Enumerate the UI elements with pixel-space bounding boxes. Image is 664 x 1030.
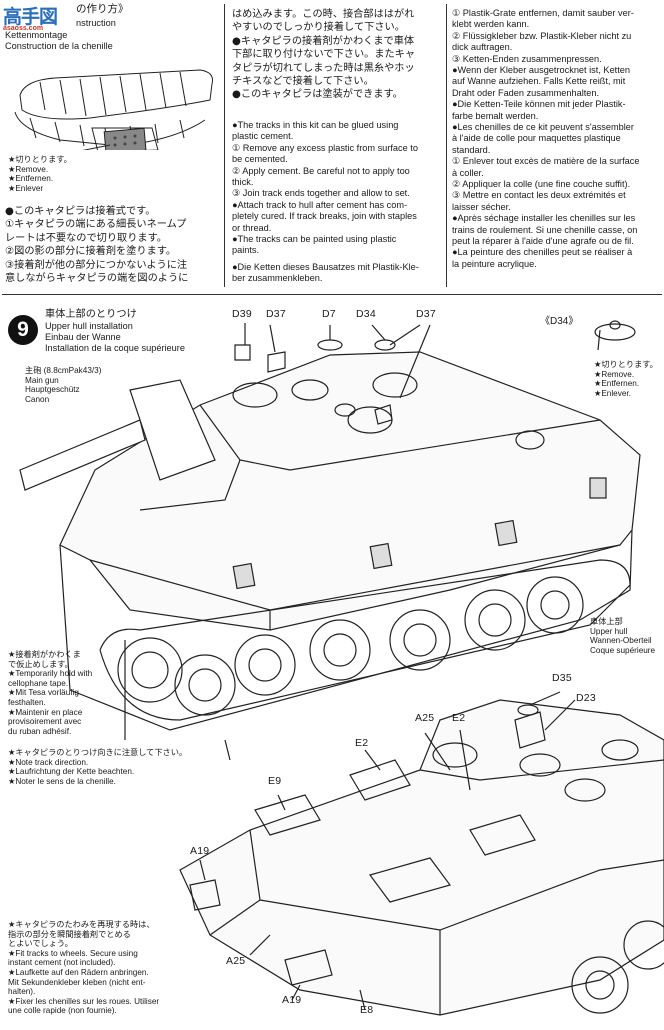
cut-note: ★切りとります。 ★Remove. ★Entfernen. ★Enlever xyxy=(8,155,72,193)
step-title-de: Einbau der Wanne xyxy=(45,332,121,342)
upper-hull-label: 車体上部 Upper hull Wannen-Oberteil Coque su… xyxy=(590,617,656,655)
part-label-d37: D37 xyxy=(266,308,286,320)
track-col2-en: ●The tracks in this kit can be glued usi… xyxy=(232,120,418,256)
track-col1-jp: ●このキャタピラは接着式です。 ①キャタピラの端にある細長いネームプ レートは不… xyxy=(5,206,189,285)
track-title-fr: Construction de la chenille xyxy=(5,41,113,51)
step-title-en: Upper hull installation xyxy=(45,321,133,331)
part-label-a19: A19 xyxy=(190,845,210,857)
track-col2-de: ●Die Ketten dieses Bausatzes mit Plastik… xyxy=(232,262,419,284)
part-label-d34: D34 xyxy=(356,308,376,320)
d34-cut-note: ★切りとります。 ★Remove. ★Entfernen. ★Enlever. xyxy=(594,360,658,398)
track-col2-jp: はめ込みます。この時、接合部ははがれ やすいのでしっかり接着して下さい。 ●キャ… xyxy=(232,9,416,101)
part-label-a25-b: A25 xyxy=(226,955,246,967)
part-label-e2: E2 xyxy=(452,712,466,724)
divider-v2 xyxy=(446,4,447,287)
track-title-en: nstruction xyxy=(76,18,116,28)
watermark-sub: asaoss.com xyxy=(3,25,44,32)
part-label-d39: D39 xyxy=(232,308,252,320)
part-label-d37-b: D37 xyxy=(416,308,436,320)
track-title-jp: の作り方》 xyxy=(76,3,129,15)
part-label-e8: E8 xyxy=(360,1004,374,1016)
part-label-e9: E9 xyxy=(268,775,282,787)
direction-note: ★キャタピラのとりつけ向きに注意して下さい。 ★Note track direc… xyxy=(8,748,188,786)
part-label-d23: D23 xyxy=(576,692,596,704)
track-col3-de: ① Plastik-Grate entfernen, damit sauber … xyxy=(452,8,634,121)
watermark-logo: 高手図 asaoss.com xyxy=(3,2,77,32)
section-divider xyxy=(2,294,662,295)
step-title-fr: Installation de la coque supérieure xyxy=(45,343,185,353)
part-label-a25: A25 xyxy=(415,712,435,724)
track-assembly-illustration xyxy=(14,69,213,150)
watermark-main: 高手図 xyxy=(3,6,58,28)
divider-v1 xyxy=(224,4,225,287)
part-label-e2-b: E2 xyxy=(355,737,369,749)
d34-callout: 《D34》 xyxy=(540,316,579,327)
step-title-jp: 車体上部のとりつけ xyxy=(45,309,137,320)
step-number-badge: 9 xyxy=(8,315,38,345)
part-label-a19-b: A19 xyxy=(282,994,302,1006)
track-title-de: Kettenmontage xyxy=(5,30,68,40)
tape-note: ★接着剤がかわくま で仮止めします。 ★Temporarily hold wit… xyxy=(8,650,93,736)
part-label-d35: D35 xyxy=(552,672,572,684)
main-gun-label: 主砲 (8.8cmPak43/3) Main gun Hauptgeschütz… xyxy=(25,366,102,404)
sag-note: ★キャタピラのたわみを再現する時は、 指示の部分を瞬間接着剤でとめる とよいでし… xyxy=(8,920,160,1016)
track-col3-fr: ●Les chenilles de ce kit peuvent s'assem… xyxy=(452,122,640,269)
part-label-d7: D7 xyxy=(322,308,336,320)
